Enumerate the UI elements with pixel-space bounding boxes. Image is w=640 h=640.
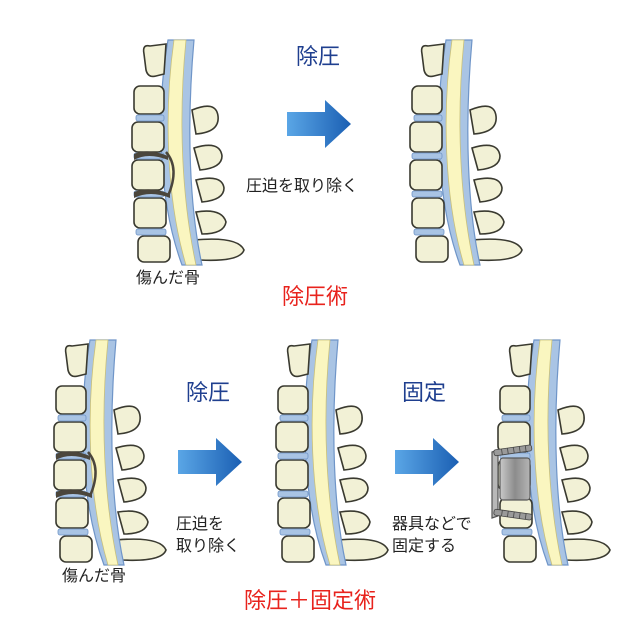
bottom-spine-decompressed — [275, 339, 389, 566]
damaged-disc-3 — [56, 451, 90, 460]
bottom-step1-label: 除圧 — [186, 381, 231, 406]
bottom-step1-caption-line1: 圧迫を — [176, 514, 225, 533]
damaged-disc-1 — [134, 151, 168, 160]
top-spine-decompressed — [409, 39, 523, 266]
top-spine-damaged — [131, 39, 245, 266]
fixation-screw-lower — [493, 508, 533, 521]
damaged-disc-4 — [56, 489, 92, 498]
top-step-label: 除圧 — [296, 45, 341, 70]
bottom-step1-arrow — [178, 438, 242, 486]
bottom-spine-damaged — [53, 339, 167, 566]
compression-bulge-2 — [87, 451, 97, 497]
top-damaged-caption: 傷んだ骨 — [136, 268, 201, 287]
bottom-step1-caption-line2: 取り除く — [176, 536, 241, 555]
bottom-step2-label: 固定 — [402, 381, 447, 406]
bottom-procedure-title: 除圧＋固定術 — [244, 589, 377, 614]
bottom-spine-fixed — [491, 339, 611, 566]
bottom-step2-arrow — [395, 438, 459, 486]
top-step-arrow — [287, 100, 351, 148]
bottom-step2-caption-line2: 固定する — [392, 536, 457, 555]
damaged-disc-2 — [134, 189, 170, 198]
fixation-screw-upper — [493, 444, 533, 457]
bottom-damaged-caption: 傷んだ骨 — [62, 566, 127, 585]
top-procedure-title: 除圧術 — [282, 285, 349, 310]
implant-cage — [499, 457, 531, 501]
top-step-caption: 圧迫を取り除く — [246, 176, 359, 195]
fixation-plate — [491, 449, 499, 519]
compression-bulge — [165, 151, 175, 197]
bottom-step2-caption-line1: 器具などで — [392, 514, 472, 533]
